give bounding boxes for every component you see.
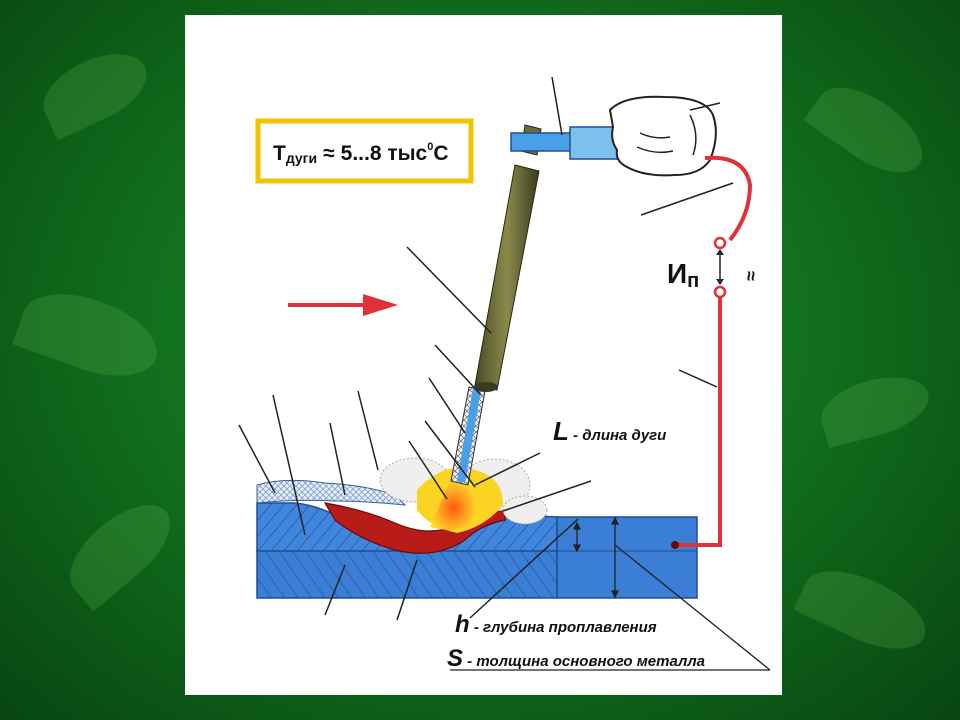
welding-arc <box>430 475 477 530</box>
direction-arrow <box>288 294 398 316</box>
background-leaf <box>793 555 937 665</box>
weld-bead <box>323 502 506 554</box>
svg-text:Ип: Ип <box>667 258 699 292</box>
svg-text:h - глубина проплавления: h - глубина проплавления <box>455 611 657 638</box>
cable-contact <box>671 541 679 549</box>
diagram-panel: Tдуги ≈5...8 тыс0C <box>185 15 782 695</box>
temp-degree: 0 <box>427 141 433 153</box>
power-label: И <box>667 258 687 289</box>
electrode-holder <box>474 124 542 392</box>
temperature-box: Tдуги ≈5...8 тыс0C <box>255 118 474 184</box>
depth-var: h <box>455 611 470 638</box>
power-source: Ип ≈ <box>667 236 761 299</box>
svg-text:Tдуги≈5...8 тыс0C: Tдуги ≈5...8 тыс0C <box>273 141 449 166</box>
cable-upper <box>704 155 753 242</box>
background-leaf <box>803 71 937 189</box>
temp-unit: C <box>433 142 448 165</box>
hand-glove <box>608 95 717 177</box>
cable-lower <box>675 290 722 547</box>
background-leaf <box>32 39 158 141</box>
thickness-text: - толщина основного металла <box>463 653 705 670</box>
temp-value: 5...8 тыс <box>341 142 428 165</box>
current-symbol: ≈ <box>741 271 761 281</box>
depth-text: - глубина проплавления <box>470 619 657 636</box>
dimension-marks <box>450 516 771 671</box>
arc-length-text: - длина дуги <box>569 427 666 444</box>
temp-subscript: дуги <box>286 150 317 166</box>
background-leaf <box>54 488 186 612</box>
base-metal <box>256 502 698 599</box>
temp-t-letter: T <box>273 142 286 165</box>
electrode-clamp <box>510 126 622 160</box>
welding-diagram: Tдуги ≈5...8 тыс0C <box>238 76 771 672</box>
arc-length-var: L <box>553 416 569 446</box>
plate-section <box>556 516 698 599</box>
background-leaf <box>12 278 168 392</box>
leader-lines <box>238 76 734 621</box>
svg-text:L - длина дуги: L - длина дуги <box>553 416 666 446</box>
background-leaf <box>814 366 936 449</box>
temp-approx: ≈ <box>323 142 335 165</box>
temperature-box-border <box>255 118 474 184</box>
svg-text:S - толщина основного металла: S - толщина основного металла <box>447 645 705 672</box>
thickness-var: S <box>447 645 463 672</box>
power-subscript: п <box>687 270 699 292</box>
